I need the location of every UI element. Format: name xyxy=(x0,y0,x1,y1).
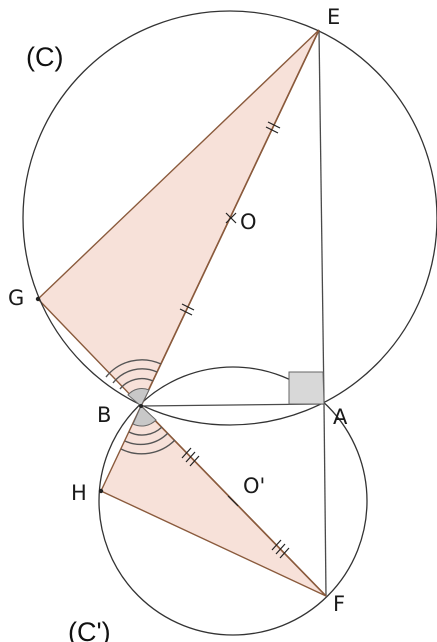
segment-EA xyxy=(318,29,325,405)
angle-arc-HBF-1 xyxy=(128,426,163,436)
angle-arc-GBE-2 xyxy=(112,368,158,384)
triangle-EGB xyxy=(37,29,320,408)
point-G-dot xyxy=(35,296,41,302)
circle-C xyxy=(22,10,437,426)
label-G: G xyxy=(8,286,24,310)
ticks-OprimeF xyxy=(271,539,290,559)
point-B-dot xyxy=(139,404,143,408)
angle-arc-GBE-3 xyxy=(105,359,162,378)
ticks-BOprime xyxy=(181,447,200,467)
angle-arc-HBF-3 xyxy=(120,439,176,455)
angle-sector-HBF xyxy=(132,405,157,427)
label-A: A xyxy=(333,405,348,429)
label-F: F xyxy=(333,592,345,616)
label-E: E xyxy=(327,5,340,29)
label-B: B xyxy=(97,403,111,427)
angle-arc-HBF-2 xyxy=(124,432,169,446)
ticks-OB xyxy=(179,303,195,316)
angle-sector-GBE xyxy=(127,388,150,407)
ticks-EO xyxy=(265,121,281,134)
point-H-dot xyxy=(98,488,104,494)
label-O: O xyxy=(240,210,257,234)
label-circle-C-prime: (C') xyxy=(68,617,111,642)
right-angle-A xyxy=(288,371,325,405)
circle-C-prime xyxy=(98,366,368,636)
label-circle-C: (C) xyxy=(26,42,63,72)
segment-AF xyxy=(323,403,327,597)
center-Oprime-marker xyxy=(227,495,239,507)
segment-EB xyxy=(140,29,320,407)
center-O-marker xyxy=(225,212,237,224)
label-O-prime: O' xyxy=(243,474,265,498)
label-H: H xyxy=(71,481,87,505)
angle-arc-GBE-1 xyxy=(119,377,154,390)
